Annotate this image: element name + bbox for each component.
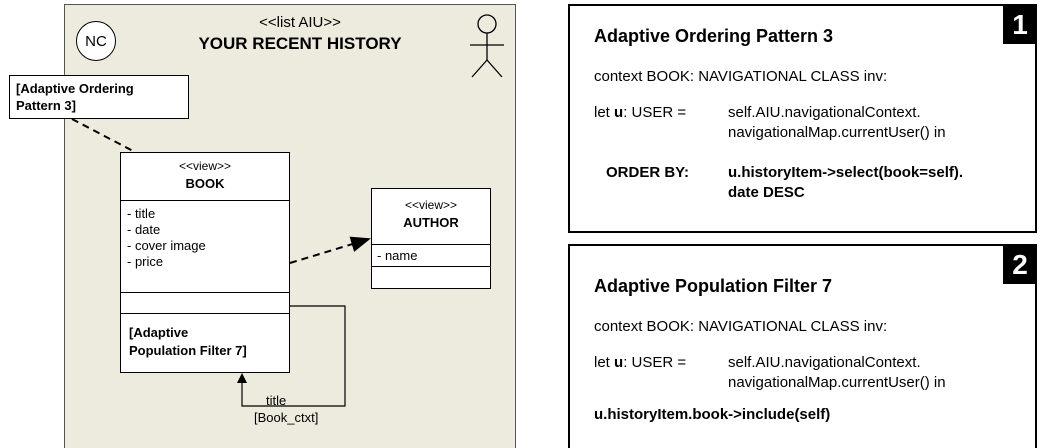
link-label: title (266, 393, 287, 408)
link-context: [Book_ctxt] (254, 410, 319, 425)
rule-expression-2: u.historyItem.book->include(self) (594, 406, 831, 423)
book-attribute: - price (127, 254, 164, 269)
author-operations (372, 267, 490, 288)
let-type: : USER = (623, 104, 687, 121)
aiu-stereotype: <<list AIU>> (259, 14, 341, 31)
book-operations (121, 293, 289, 314)
rule-order-label: ORDER BY: (606, 164, 690, 181)
rule-box-1: 1 Adaptive Ordering Pattern 3 context BO… (568, 4, 1037, 233)
let-keyword: let (594, 354, 615, 371)
book-attribute: - cover image (127, 238, 206, 253)
rule-let-1: let u: USER = (594, 104, 686, 121)
nc-label: NC (85, 32, 107, 50)
book-class-name: BOOK (185, 176, 225, 191)
rule-badge-2: 2 (1003, 246, 1037, 284)
rule-let-2: let u: USER = (594, 354, 686, 371)
author-class: <<view>> AUTHOR - name (371, 188, 491, 289)
book-filter: [Adaptive Population Filter 7] (121, 314, 289, 374)
filter-line-2: Population Filter 7] (129, 343, 247, 358)
rule-order-line-1: u.historyItem->select(book=self). (728, 164, 964, 181)
author-attribute: - name (377, 248, 418, 263)
book-class-header: <<view>> BOOK (121, 153, 289, 201)
adaptive-ordering-note: [Adaptive Ordering Pattern 3] (9, 75, 189, 119)
author-class-header: <<view>> AUTHOR (372, 189, 490, 245)
book-class: <<view>> BOOK - title - date - cover ima… (120, 152, 290, 373)
author-attributes: - name (372, 245, 490, 267)
book-attribute: - title (127, 206, 156, 221)
author-class-name: AUTHOR (403, 215, 459, 230)
rule-box-2: 2 Adaptive Population Filter 7 context B… (568, 244, 1037, 448)
rule-order-line-2: date DESC (728, 184, 805, 201)
rule-title-1: Adaptive Ordering Pattern 3 (594, 26, 834, 46)
nc-circle-icon: NC (76, 21, 116, 61)
rule-let-value-2b: navigationalMap.currentUser() in (728, 374, 946, 391)
rule-context-1: context BOOK: NAVIGATIONAL CLASS inv: (594, 68, 888, 85)
let-keyword: let (594, 104, 615, 121)
book-stereotype: <<view>> (178, 159, 232, 173)
aiu-title: YOUR RECENT HISTORY (198, 34, 402, 53)
rule-badge-1: 1 (1003, 6, 1037, 44)
let-type: : USER = (623, 354, 687, 371)
let-variable: u (614, 104, 624, 121)
let-variable: u (614, 354, 624, 371)
author-stereotype: <<view>> (404, 198, 458, 212)
note-line-2: Pattern 3] (16, 98, 76, 113)
rule-let-value-2a: self.AIU.navigationalContext. (728, 354, 921, 371)
book-attribute: - date (127, 222, 161, 237)
rule-let-value-1a: self.AIU.navigationalContext. (728, 104, 921, 121)
rule-let-value-1b: navigationalMap.currentUser() in (728, 124, 946, 141)
note-line-1: [Adaptive Ordering (16, 81, 134, 96)
rule-context-2: context BOOK: NAVIGATIONAL CLASS inv: (594, 318, 888, 335)
rule-title-2: Adaptive Population Filter 7 (594, 276, 833, 296)
book-attributes: - title - date - cover image - price (121, 201, 289, 293)
filter-line-1: [Adaptive (129, 325, 189, 340)
